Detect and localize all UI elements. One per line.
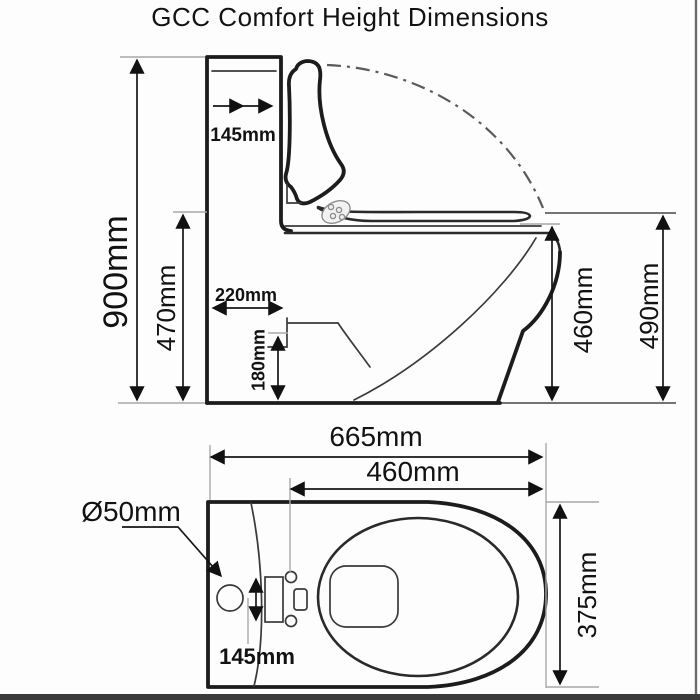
plan-view: 665mm 460mm Ø50mm 145mm 375mm [81, 421, 602, 689]
bowl-inner-curve [353, 237, 537, 401]
fixing-plate [293, 588, 308, 611]
hinge-dot [329, 212, 337, 220]
dim-left-rim-height-label: 470mm [151, 265, 181, 352]
seat-outline [316, 205, 532, 223]
hinge-oval [321, 200, 351, 224]
side-elevation-view: 145mm 900mm 470mm 220mm 180mm 460mm 490m… [97, 55, 676, 405]
dim-outlet-setout-label: 220mm [215, 285, 277, 305]
tank-outline [205, 55, 293, 405]
hinge-dot [335, 206, 343, 214]
fixing-hole-top [284, 570, 298, 584]
rim-bottom-line [283, 231, 562, 254]
dim-fixing-centres-label: 145mm [219, 644, 295, 669]
fixing-hole-bottom [284, 614, 298, 628]
bowl-outline [496, 250, 562, 404]
lid-foot-line [286, 183, 302, 204]
hinge-dot [338, 213, 346, 221]
lid-outline [283, 59, 346, 206]
hinge-fixing-detail [264, 570, 308, 628]
dim-waste-diameter-label: Ø50mm [81, 496, 181, 527]
water-spot-outline [329, 565, 399, 628]
bottom-bar [0, 694, 700, 700]
dim-right-rim-height-label: 460mm [568, 267, 598, 354]
page-title: GCC Comfort Height Dimensions [151, 2, 548, 32]
dim-overall-length-label: 665mm [329, 421, 422, 452]
dim-seat-length-label: 460mm [366, 456, 459, 487]
seat-opening-ellipse [316, 516, 520, 678]
lid-swing-arc [326, 63, 545, 209]
trap-curve [337, 322, 371, 368]
waste-diameter-leader [122, 526, 223, 578]
dim-outlet-height-label: 180mm [248, 329, 268, 391]
hinge-control-detail [321, 200, 351, 224]
hinge-dot [327, 203, 335, 211]
dim-seat-height-label: 490mm [634, 263, 664, 350]
waste-hole-circle [216, 584, 244, 612]
dim-overall-height-label: 900mm [97, 215, 135, 328]
dim-overall-width-label: 375mm [572, 552, 602, 639]
fixing-bracket [264, 576, 284, 623]
dim-tank-depth-label: 145mm [210, 125, 276, 146]
